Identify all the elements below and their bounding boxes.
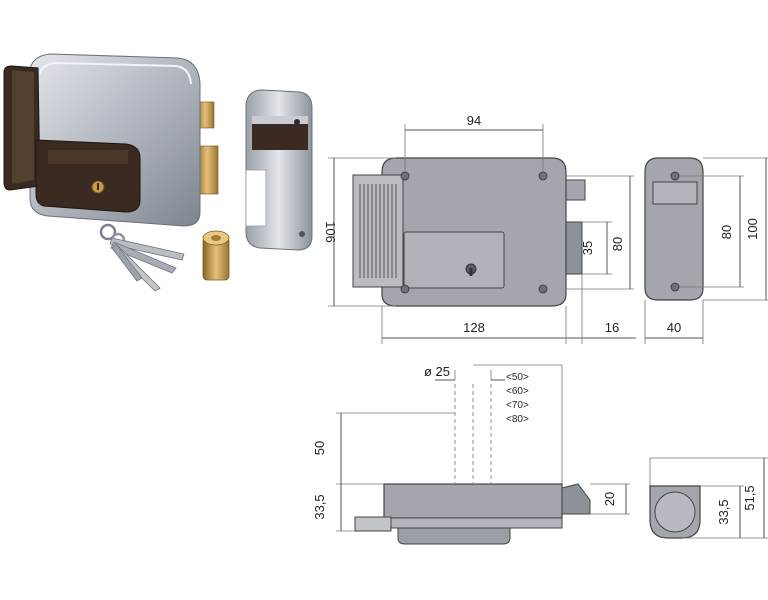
dim-33-5-bottom: 33,5	[312, 494, 327, 519]
backset-70: <70>	[506, 400, 529, 411]
lock-photo	[3, 53, 219, 227]
handle-ribs	[359, 184, 397, 278]
dim-106: 106	[323, 221, 338, 243]
dim-94: 94	[467, 113, 481, 128]
bottom-view-drawing: ø 25 <50> <60> <70> <80> 50 33,5 20	[312, 364, 630, 545]
dim-100: 100	[745, 218, 760, 240]
dim-diameter-25: ø 25	[424, 364, 450, 379]
bottom-side-view-drawing: 33,5 51,5	[649, 457, 768, 539]
dim-80-front: 80	[610, 237, 625, 251]
dim-20: 20	[602, 492, 617, 506]
cylinder-photo	[202, 230, 230, 281]
dim-50: 50	[312, 441, 327, 455]
backset-60: <60>	[506, 386, 529, 397]
backset-50: <50>	[506, 372, 529, 383]
dim-33-5-side: 33,5	[716, 499, 731, 524]
front-view-drawing: 94 106 35 80 128 16	[323, 113, 636, 344]
backset-80: <80>	[506, 414, 529, 425]
dim-40: 40	[667, 320, 681, 335]
side-view-drawing: 80 100 40	[644, 157, 768, 344]
keys-photo	[99, 223, 185, 292]
dim-51-5: 51,5	[742, 485, 757, 510]
strike-plate-photo	[245, 89, 313, 251]
dim-80-side: 80	[719, 225, 734, 239]
dim-35: 35	[580, 241, 595, 255]
dim-16: 16	[605, 320, 619, 335]
dim-128: 128	[463, 320, 485, 335]
